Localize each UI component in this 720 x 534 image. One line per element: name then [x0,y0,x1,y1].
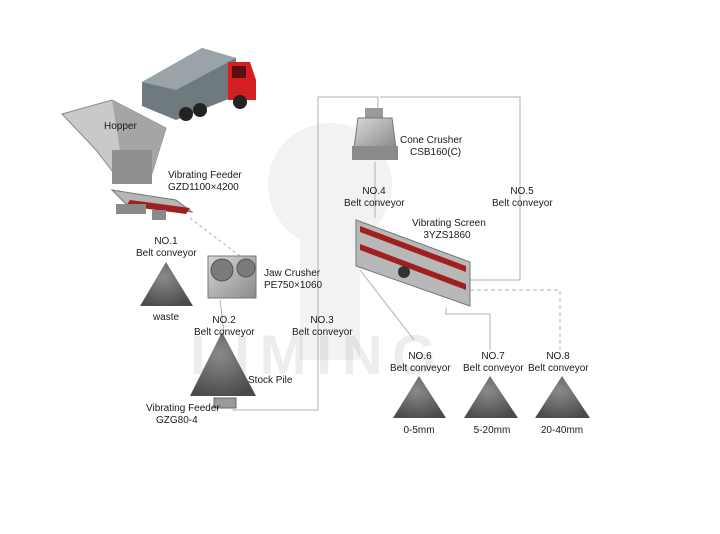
conveyor-no1-label: NO.1 Belt conveyor [136,236,197,259]
conveyor-no5-label: NO.5 Belt conveyor [492,186,553,209]
pile-0-5mm [393,376,446,418]
conveyor-no3-label: NO.3 Belt conveyor [292,315,353,338]
vibrating-feeder-bottom [213,397,237,409]
vibrating-feeder-top [110,189,194,220]
jaw-crusher [207,255,257,299]
pile-label-20-40mm: 20-40mm [540,425,584,436]
cone-crusher-label: Cone Crusher CSB160(C) [400,135,463,158]
cone-crusher [352,108,398,160]
conveyor-no2-label: NO.2 Belt conveyor [194,315,255,338]
flow-lines [189,96,561,411]
pile-stock [190,332,256,396]
pile-waste [140,262,193,306]
conveyor-no6-label: NO.6 Belt conveyor [390,351,451,374]
jaw-crusher-label: Jaw Crusher PE750×1060 [264,268,323,291]
pile-20-40mm [535,376,590,418]
conveyor-no8-label: NO.8 Belt conveyor [528,351,589,374]
conveyor-no4-label: NO.4 Belt conveyor [344,186,405,209]
stock-pile-label: Stock Pile [248,375,293,386]
dump-truck [142,48,256,121]
waste-label: waste [152,312,180,323]
hopper [61,99,167,184]
hopper-label: Hopper [104,121,137,132]
pile-5-20mm [464,376,518,418]
vibrating-feeder-top-label: Vibrating Feeder GZD1100×4200 [168,170,242,193]
vibrating-screen [355,219,471,307]
pile-label-0-5mm: 0-5mm [403,425,435,436]
vibrating-feeder-bottom-label: Vibrating Feeder GZG80-4 [146,403,220,426]
vibrating-screen-label: Vibrating Screen 3YZS1860 [412,218,486,241]
pile-label-5-20mm: 5-20mm [473,425,511,436]
conveyor-no7-label: NO.7 Belt conveyor [463,351,524,374]
